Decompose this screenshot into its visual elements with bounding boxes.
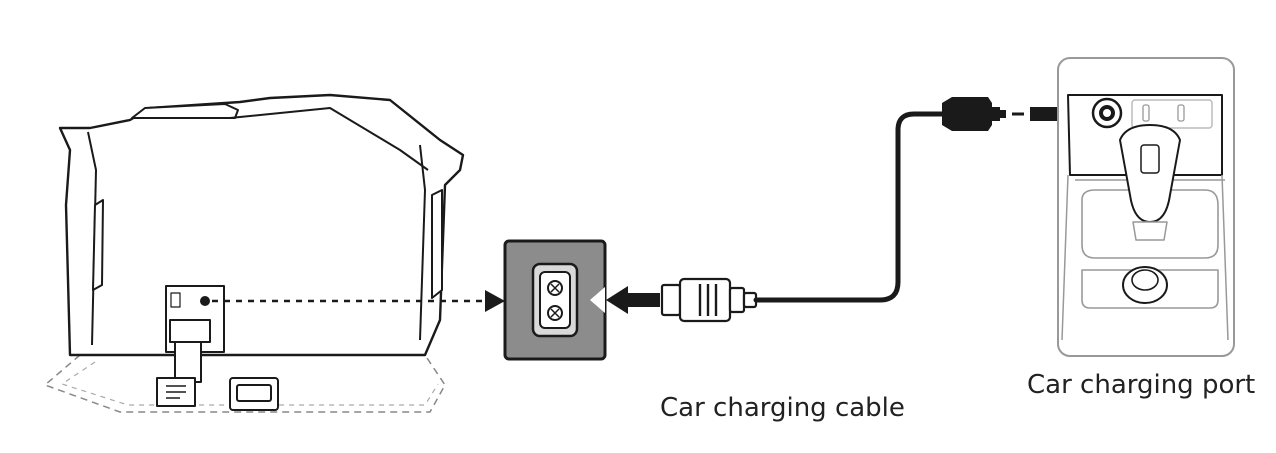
console-side-left [1061, 174, 1069, 341]
car-charging-port-center [1103, 109, 1111, 117]
cable-label: Car charging cable [660, 393, 905, 423]
charging-cable [753, 111, 947, 303]
closeup-notch [590, 287, 605, 313]
gear-shifter [1119, 124, 1181, 241]
unit-body [58, 93, 465, 357]
unit-port-flap [174, 341, 202, 383]
arrow-left-icon [606, 286, 660, 314]
socket-pin-bottom-mark [550, 308, 560, 318]
base-connector-left-lines [166, 385, 186, 399]
dashed-base-outline [44, 354, 446, 413]
unit-left-panel [92, 199, 104, 291]
plug-neck [992, 107, 1000, 121]
unit-dc-port-dot [200, 296, 210, 306]
console-side-right [1221, 174, 1229, 341]
port-label: Car charging port [1027, 370, 1256, 400]
shifter-button [1140, 144, 1160, 174]
console-switch-right [1177, 104, 1185, 122]
plug-tip [1000, 110, 1006, 118]
console-switch-left [1142, 104, 1150, 122]
shifter-base [1132, 221, 1168, 241]
arrow-right-icon [485, 290, 505, 312]
unit-right-contour [419, 144, 426, 341]
rotary-knob-top [1131, 269, 1159, 291]
unit-right-panel [431, 189, 443, 299]
unit-port-cover [169, 319, 211, 343]
console-switch-panel [1131, 99, 1213, 129]
connector-strain-relief [728, 286, 746, 314]
socket-pin-top-mark [550, 283, 560, 293]
unit-top-contour [229, 107, 429, 171]
cable-connector [660, 277, 758, 323]
connector-body [678, 277, 732, 323]
connector-tip [660, 283, 682, 317]
base-connector-right-inner [236, 384, 272, 402]
plug-body [942, 97, 992, 131]
dc-input-port-closeup [503, 239, 607, 361]
car-console [1057, 57, 1235, 357]
unit-handle [131, 103, 239, 119]
connector-grip-lines [698, 284, 718, 316]
power-station-unit [44, 93, 465, 413]
cigarette-plug [942, 97, 1006, 131]
unit-small-indicator [170, 292, 181, 308]
dashed-base-inner [61, 361, 439, 406]
